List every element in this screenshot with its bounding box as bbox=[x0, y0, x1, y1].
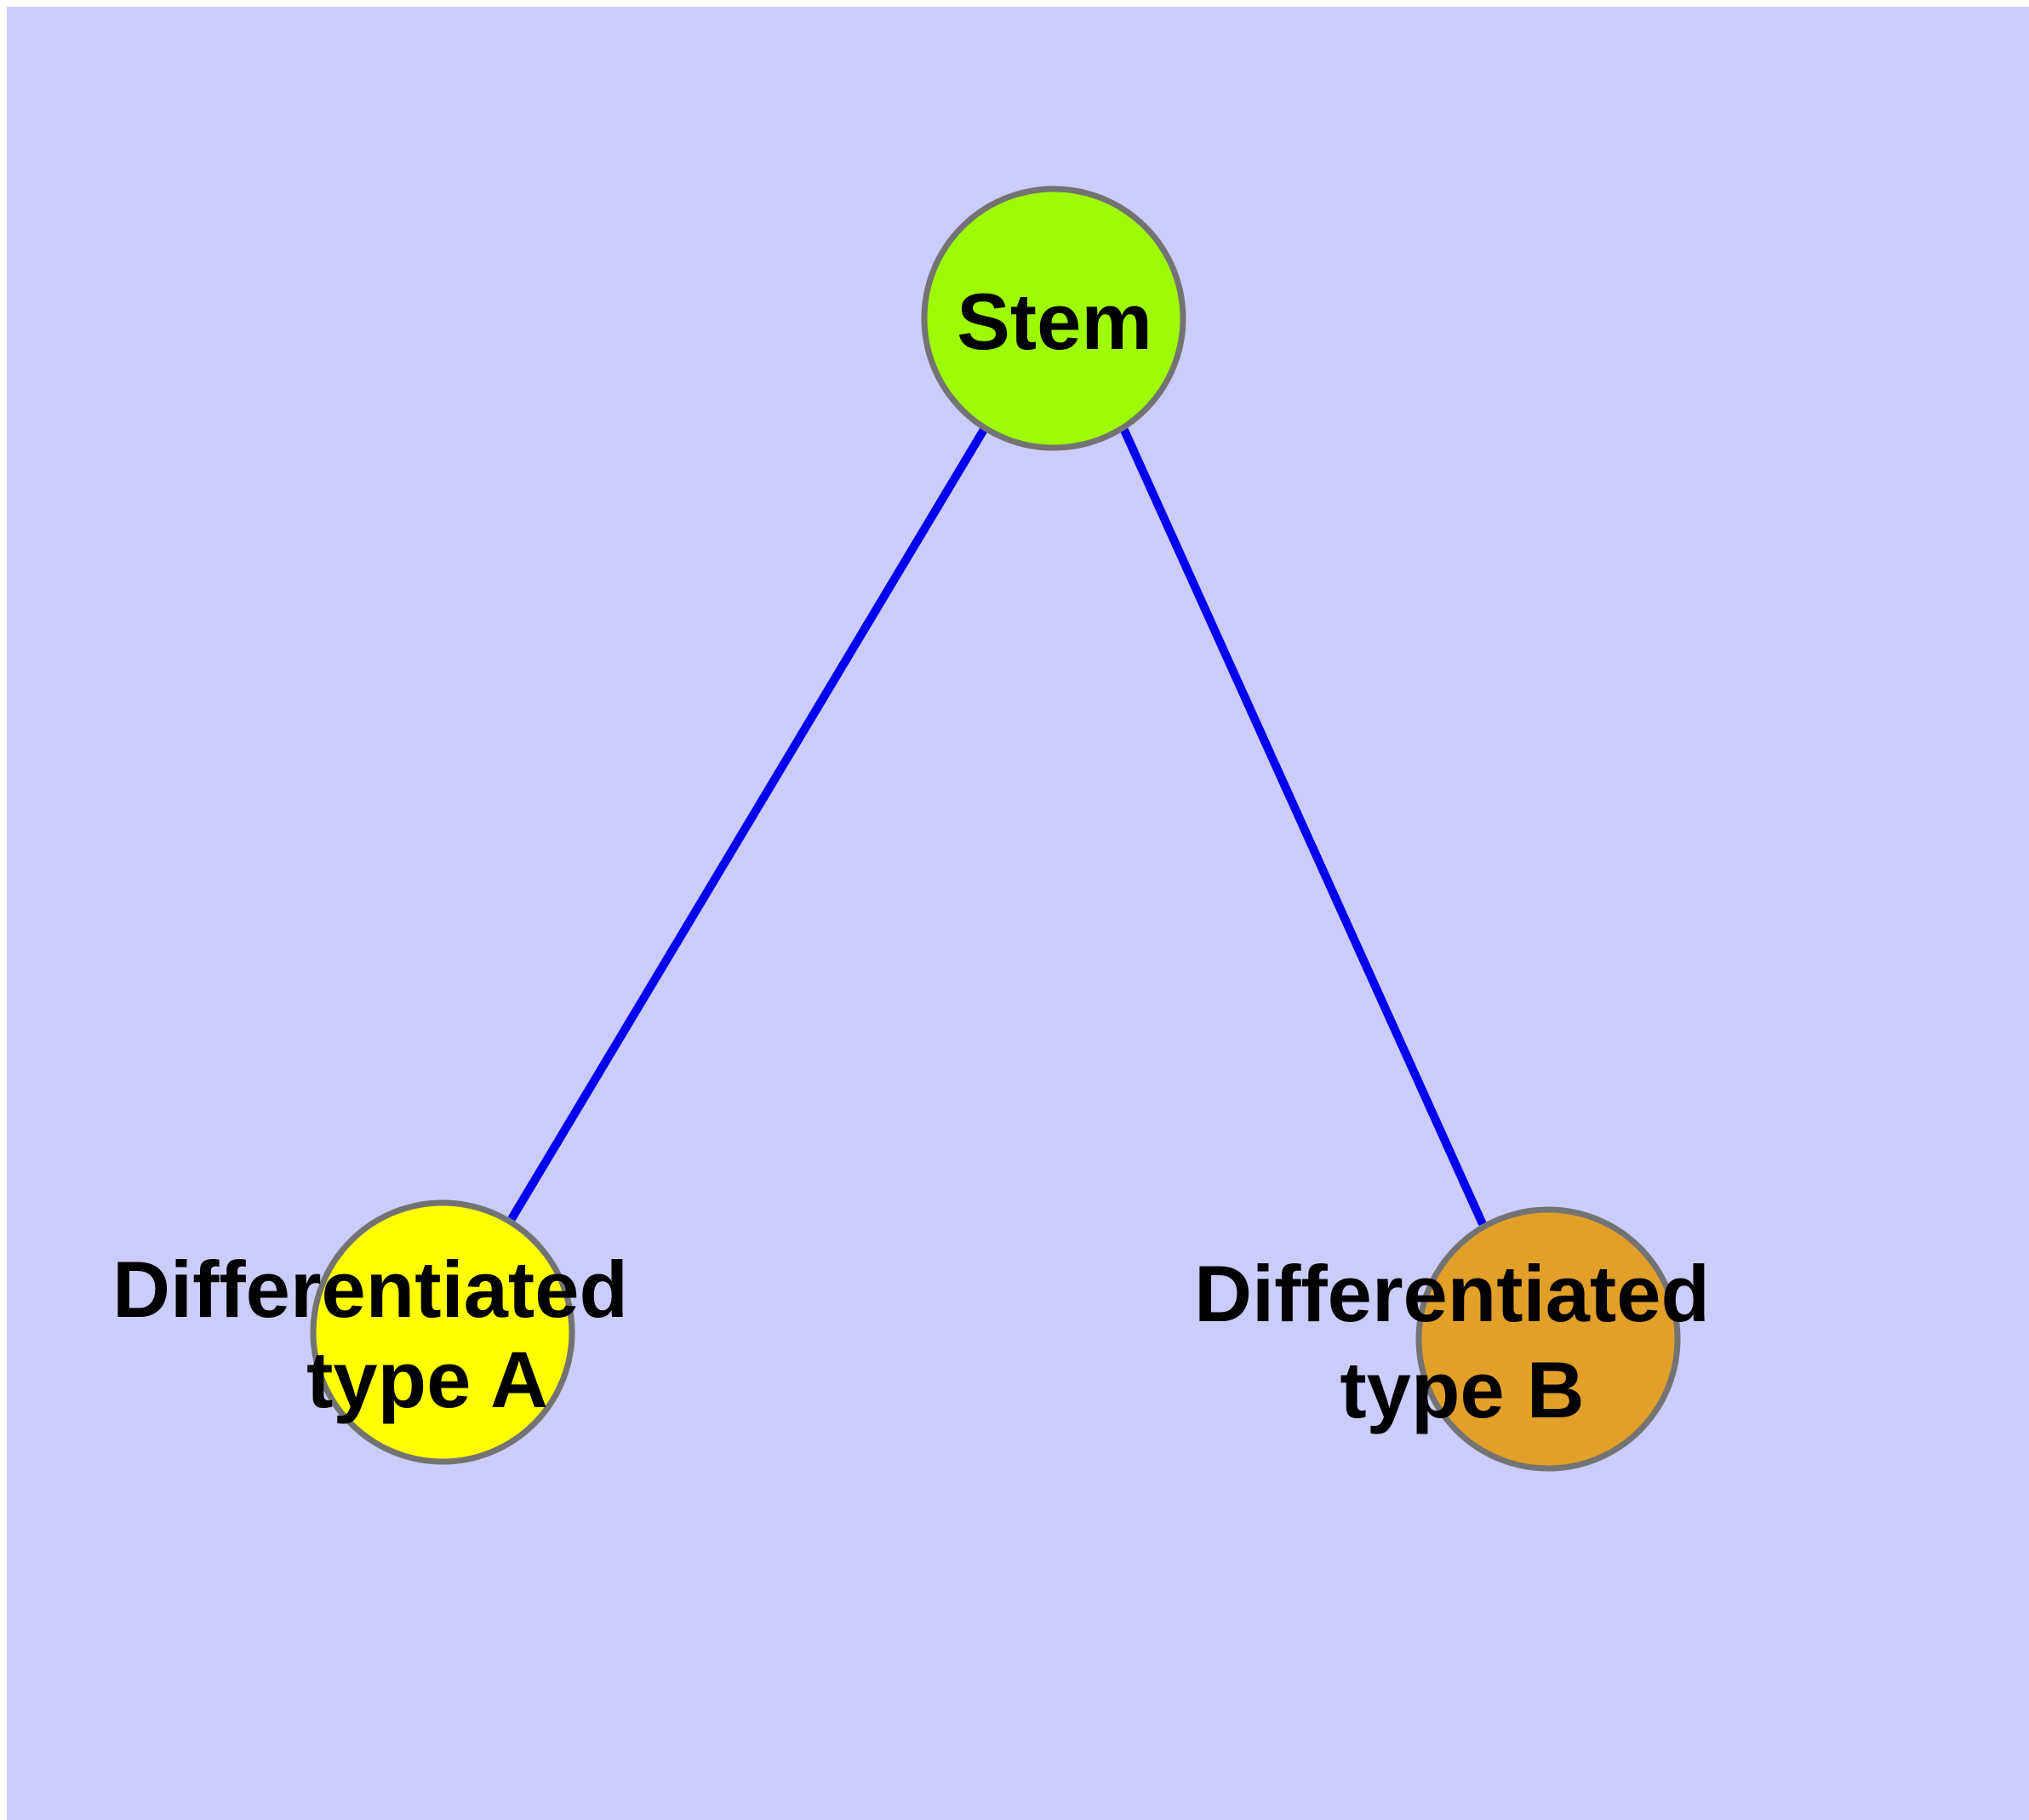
edge-layer bbox=[507, 426, 1487, 1227]
node-differentiated-type-b[interactable]: Differentiated type B bbox=[1194, 1206, 1710, 1472]
node-differentiated-type-a-label-line1: Differentiated bbox=[112, 1245, 628, 1334]
node-differentiated-type-b-label-line1: Differentiated bbox=[1194, 1249, 1710, 1338]
edge-stem-to-diff-a[interactable] bbox=[507, 426, 989, 1222]
node-stem-label: Stem bbox=[957, 277, 1152, 366]
node-layer: Stem Differentiated type A Differentiate… bbox=[112, 186, 1710, 1472]
node-differentiated-type-a-label-line2: type A bbox=[306, 1335, 548, 1424]
node-differentiated-type-a[interactable]: Differentiated type A bbox=[112, 1199, 628, 1465]
node-differentiated-type-b-circle[interactable] bbox=[1415, 1206, 1681, 1472]
node-stem[interactable]: Stem bbox=[921, 186, 1186, 451]
node-differentiated-type-b-label-line2: type B bbox=[1340, 1345, 1584, 1434]
edge-stem-to-diff-b[interactable] bbox=[1119, 426, 1487, 1227]
node-differentiated-type-a-circle[interactable] bbox=[310, 1199, 575, 1465]
node-stem-circle[interactable] bbox=[921, 186, 1186, 451]
